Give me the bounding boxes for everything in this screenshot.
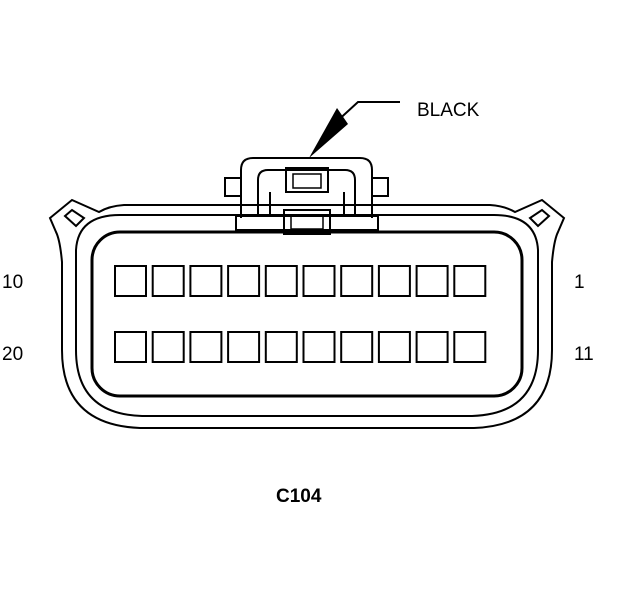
pin-label-10: 10 xyxy=(2,272,23,293)
pin-cavity xyxy=(377,331,411,363)
housing-face xyxy=(90,230,524,398)
pin-cavity xyxy=(302,265,336,297)
housing-middle xyxy=(75,214,539,417)
pin-cavity xyxy=(415,265,449,297)
latch-ear-right xyxy=(371,177,389,197)
connector-id: C104 xyxy=(276,486,322,507)
pin-cavities xyxy=(114,265,487,363)
pin-cavity xyxy=(227,331,261,363)
pin-cavity xyxy=(189,331,223,363)
pin-cavity xyxy=(377,265,411,297)
housing-ear-right xyxy=(528,208,551,228)
callout-label: BLACK xyxy=(417,100,480,121)
housing-ear-left xyxy=(63,208,86,228)
pin-cavity xyxy=(114,265,147,297)
pin-cavity xyxy=(264,265,298,297)
housing-outer xyxy=(48,198,566,429)
latch-ear-left xyxy=(224,177,242,197)
pin-label-11: 11 xyxy=(574,344,594,365)
pin-cavity xyxy=(302,331,336,363)
latch-outer-tab xyxy=(240,157,373,218)
pin-cavity xyxy=(189,265,223,297)
lock-lower xyxy=(283,209,331,235)
pin-cavity xyxy=(453,265,487,297)
pin-cavity xyxy=(151,265,185,297)
latch-inner-tab xyxy=(257,169,356,214)
pin-cavity xyxy=(227,265,261,297)
pin-cavity xyxy=(340,331,374,363)
pin-cavity xyxy=(151,331,185,363)
pin-cavity xyxy=(340,265,374,297)
pin-cavity xyxy=(453,331,487,363)
pin-cavity xyxy=(264,331,298,363)
lock-upper-inner xyxy=(292,173,322,189)
pin-label-1: 1 xyxy=(574,272,585,293)
lock-lower-inner xyxy=(290,214,324,230)
connector-latch xyxy=(224,157,389,235)
lock-upper xyxy=(285,167,329,193)
pin-label-20: 20 xyxy=(2,344,23,365)
pin-cavity xyxy=(114,331,147,363)
pin-cavity xyxy=(415,331,449,363)
connector-housing xyxy=(48,198,566,429)
latch-base-strip xyxy=(235,215,379,231)
callout-arrowhead xyxy=(309,108,348,158)
